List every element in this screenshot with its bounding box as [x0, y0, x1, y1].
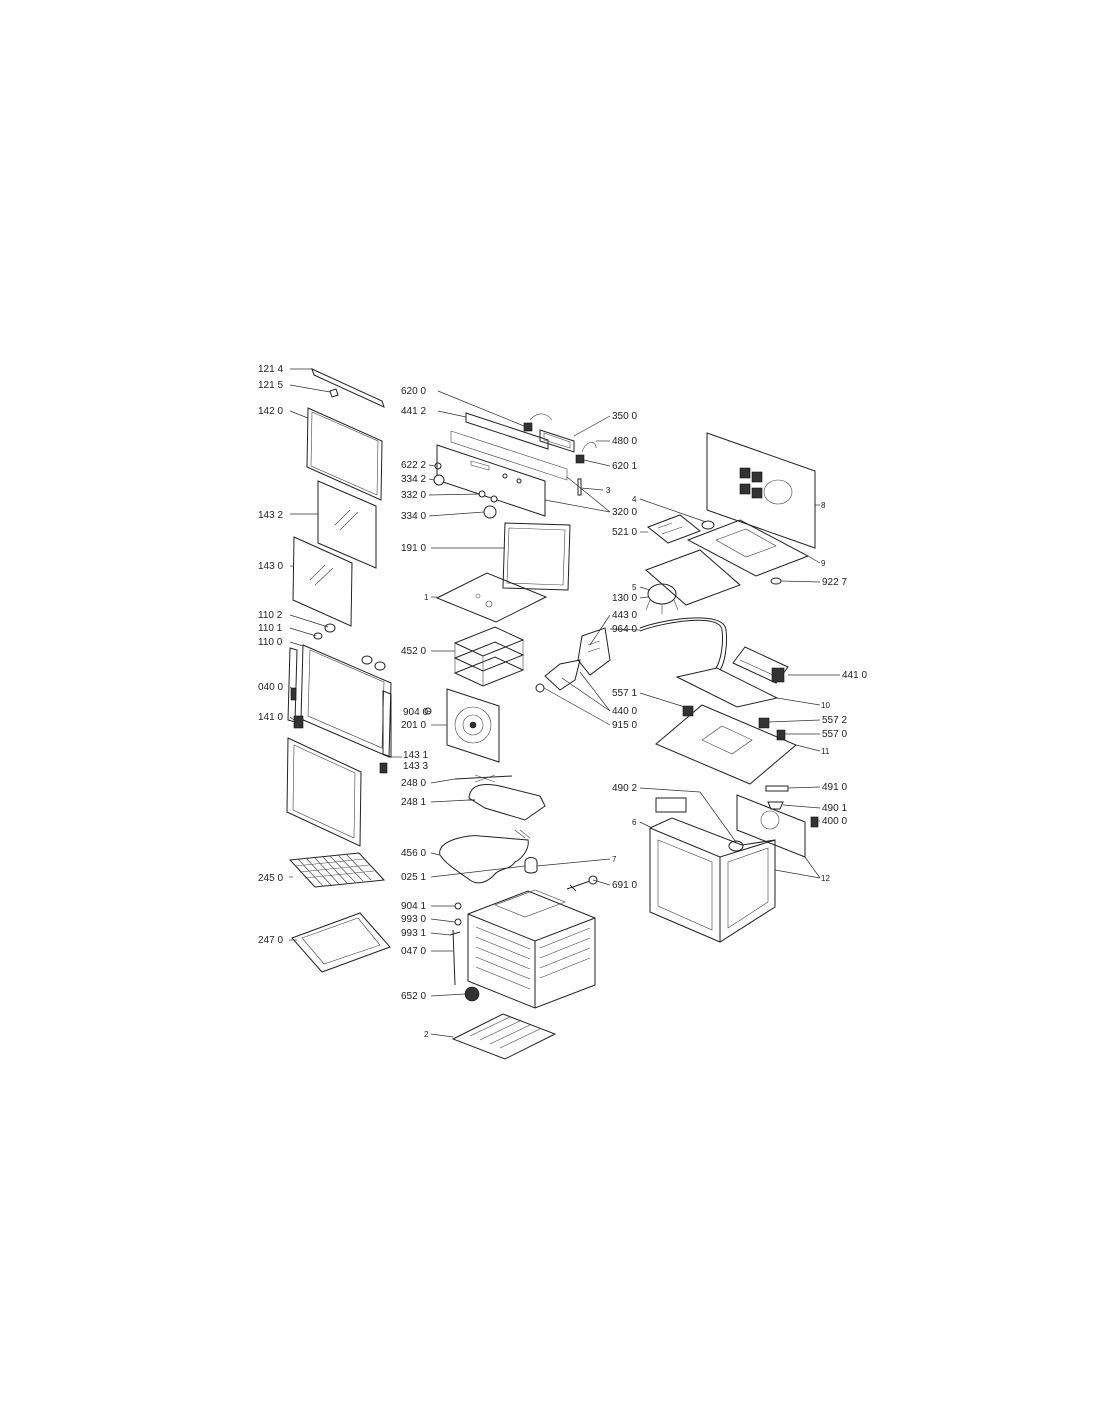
label-1101: 110 1: [258, 623, 283, 634]
label-6200: 620 0: [401, 386, 426, 397]
label-6: 6: [632, 818, 637, 827]
label-3: 3: [606, 486, 611, 495]
door-seal: [502, 522, 571, 591]
label-7: 7: [612, 855, 617, 864]
label-3200: 320 0: [612, 507, 637, 518]
label-1214: 121 4: [258, 364, 283, 375]
fan-motor-group: [535, 514, 741, 693]
label-1215: 121 5: [258, 380, 283, 391]
top-plate: [655, 704, 797, 785]
label-9150: 915 0: [612, 720, 637, 731]
outer-case-group: [649, 432, 819, 943]
back-panel: [706, 432, 816, 549]
label-6520: 652 0: [401, 991, 426, 1002]
label-1102: 110 2: [258, 610, 283, 621]
label-5572: 557 2: [822, 715, 847, 726]
label-5: 5: [632, 583, 637, 592]
inner-glass-panel: [317, 480, 377, 569]
label-2480: 248 0: [401, 778, 426, 789]
label-9: 9: [821, 559, 826, 568]
control-board: [647, 514, 701, 544]
wire-rack: [288, 852, 386, 888]
door-assembly: [286, 368, 392, 973]
side-panel: [736, 794, 806, 858]
label-4560: 456 0: [401, 848, 426, 859]
label-3342: 334 2: [401, 474, 426, 485]
label-2481: 248 1: [401, 797, 426, 808]
leader-lines: [289, 368, 840, 1038]
label-4400: 440 0: [612, 706, 637, 717]
middle-glass-panel: [292, 536, 353, 627]
label-4410: 441 0: [842, 670, 867, 681]
outer-glass-panel: [306, 407, 383, 501]
label-5571: 557 1: [612, 688, 637, 699]
label-9931: 993 1: [401, 928, 426, 939]
part-labels: 121 4 121 5 142 0 143 2 143 0 110 2 110 …: [258, 364, 867, 1039]
label-11: 11: [821, 747, 830, 756]
label-4000: 400 0: [822, 816, 847, 827]
label-6222: 622 2: [401, 460, 426, 471]
label-1410: 141 0: [258, 712, 283, 723]
label-9640: 964 0: [612, 624, 637, 635]
label-1910: 191 0: [401, 543, 426, 554]
label-2450: 245 0: [258, 873, 283, 884]
label-2010: 201 0: [401, 720, 426, 731]
label-0251: 025 1: [401, 872, 426, 883]
label-0470: 047 0: [401, 946, 426, 957]
label-9930: 993 0: [401, 914, 426, 925]
label-0400: 040 0: [258, 682, 283, 693]
label-1431: 143 1: [403, 750, 428, 761]
fan-cover: [446, 688, 500, 763]
label-9040: 904 0: [403, 707, 428, 718]
label-1430: 143 0: [258, 561, 283, 572]
cavity-parts: [424, 522, 598, 1060]
label-4910: 491 0: [822, 782, 847, 793]
label-4520: 452 0: [401, 646, 426, 657]
bottom-element: [451, 1013, 557, 1060]
label-3500: 350 0: [612, 411, 637, 422]
label-1433: 143 3: [403, 761, 428, 772]
door-top-trim: [311, 368, 385, 408]
heating-element: [439, 835, 529, 884]
shelf-support: [453, 626, 525, 687]
label-12: 12: [821, 874, 830, 883]
baking-tray: [291, 912, 391, 973]
label-4: 4: [632, 495, 637, 504]
tangential-fan: [732, 646, 789, 684]
label-5210: 521 0: [612, 527, 637, 538]
label-4430: 443 0: [612, 610, 637, 621]
label-4800: 480 0: [612, 436, 637, 447]
label-3320: 332 0: [401, 490, 426, 501]
label-1420: 142 0: [258, 406, 283, 417]
inner-door-panel: [286, 737, 362, 847]
outer-casing: [649, 817, 776, 943]
label-1: 1: [424, 593, 429, 602]
label-2470: 247 0: [258, 935, 283, 946]
control-panel-assembly: [433, 412, 597, 519]
label-9227: 922 7: [822, 577, 847, 588]
label-3340: 334 0: [401, 511, 426, 522]
label-8: 8: [821, 501, 826, 510]
label-4901: 490 1: [822, 803, 847, 814]
label-1100: 110 0: [258, 637, 283, 648]
label-10: 10: [821, 701, 830, 710]
door-clip: [329, 388, 339, 398]
label-1432: 143 2: [258, 510, 283, 521]
grill-element: [468, 784, 546, 821]
label-5570: 557 0: [822, 729, 847, 740]
oven-cavity: [467, 889, 596, 1009]
label-6910: 691 0: [612, 880, 637, 891]
label-4902: 490 2: [612, 783, 637, 794]
control-panel: [436, 444, 546, 517]
label-1300: 130 0: [612, 593, 637, 604]
label-4412: 441 2: [401, 406, 426, 417]
label-9041: 904 1: [401, 901, 426, 912]
door-frame: [300, 644, 392, 758]
label-2: 2: [424, 1030, 429, 1039]
label-6201: 620 1: [612, 461, 637, 472]
